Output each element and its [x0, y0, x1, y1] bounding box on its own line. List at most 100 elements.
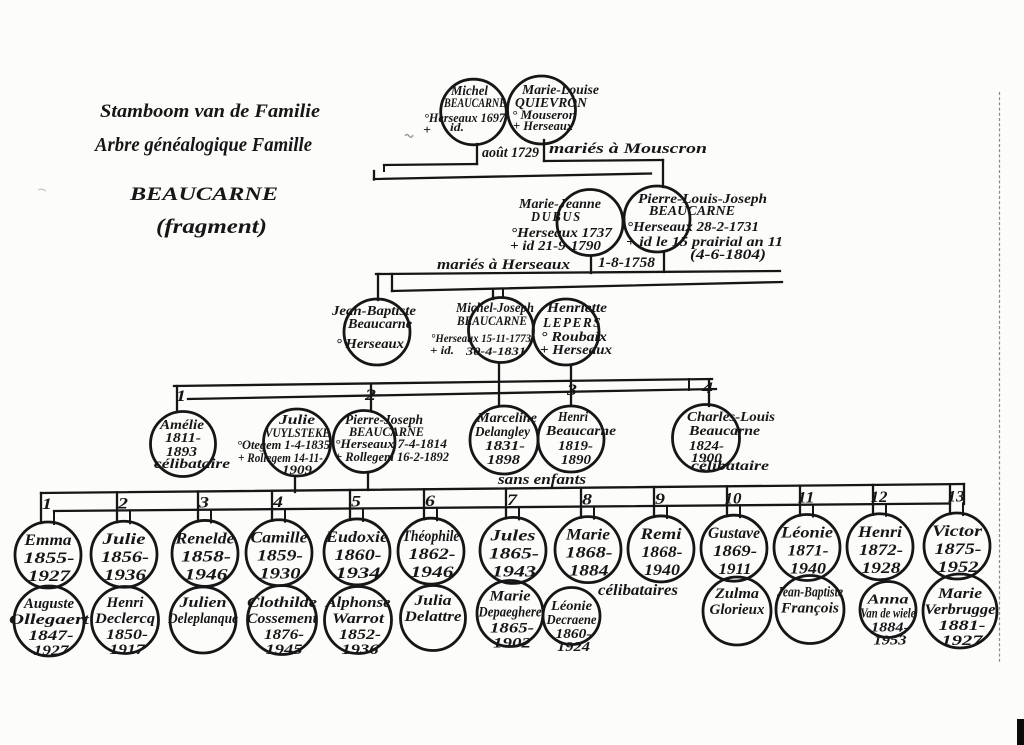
svg-text:1856-: 1856- [101, 549, 149, 566]
svg-text:1: 1 [176, 388, 186, 405]
svg-text:Henri: Henri [105, 595, 144, 611]
svg-text:1934: 1934 [336, 565, 381, 582]
svg-text:Henriette: Henriette [546, 301, 607, 316]
svg-text:1936: 1936 [342, 642, 380, 658]
svg-text:1917: 1917 [110, 642, 146, 658]
svg-text:11: 11 [798, 490, 815, 507]
svg-text:1952: 1952 [938, 559, 979, 576]
svg-text:(fragment): (fragment) [156, 214, 267, 238]
svg-text:Léonie: Léonie [550, 599, 592, 614]
svg-text:QUIEVRON: QUIEVRON [515, 95, 588, 110]
svg-text:Marie: Marie [488, 589, 530, 605]
svg-text:Decraene: Decraene [546, 613, 597, 628]
svg-text:° Herseaux: ° Herseaux [336, 337, 404, 352]
svg-text:Auguste: Auguste [23, 596, 74, 612]
svg-text:BEAUCARNE: BEAUCARNE [443, 96, 506, 110]
svg-text:(4-6-1804): (4-6-1804) [690, 247, 766, 263]
svg-text:Deleplanque: Deleplanque [167, 611, 238, 627]
svg-text:1909: 1909 [282, 462, 313, 477]
svg-text:DUBUS: DUBUS [530, 210, 582, 225]
svg-text:1884-: 1884- [871, 621, 909, 636]
svg-text:°Herseaux 15-11-1773: °Herseaux 15-11-1773 [431, 331, 531, 345]
svg-text:1881-: 1881- [939, 618, 986, 634]
svg-text:°Herseaux 1697: °Herseaux 1697 [424, 110, 505, 125]
svg-text:1928: 1928 [862, 560, 901, 577]
svg-text:1852-: 1852- [339, 627, 381, 643]
svg-text:sans enfants: sans enfants [497, 472, 586, 488]
svg-text:+ Herseaux: + Herseaux [540, 343, 612, 358]
svg-text:Warrot: Warrot [332, 611, 385, 627]
svg-text:+ Rollegem 14-11-: + Rollegem 14-11- [238, 451, 323, 465]
svg-text:Jules: Jules [489, 527, 535, 544]
svg-text:1946: 1946 [185, 566, 228, 583]
svg-text:Cossement: Cossement [247, 611, 318, 627]
svg-text:° Mouseron: ° Mouseron [512, 107, 576, 122]
svg-text:6: 6 [425, 493, 435, 510]
svg-text:Beaucarne: Beaucarne [688, 423, 760, 438]
svg-text:1862-: 1862- [409, 546, 456, 563]
svg-text:1: 1 [42, 496, 52, 513]
svg-text:mariés à Mouscron: mariés à Mouscron [549, 141, 707, 157]
svg-text:Depaeghere: Depaeghere [478, 605, 542, 621]
svg-text:Eudoxie: Eudoxie [325, 529, 388, 546]
svg-text:1876-: 1876- [264, 627, 304, 643]
svg-text:7: 7 [507, 492, 518, 509]
svg-text:Beaucarne: Beaucarne [347, 317, 412, 332]
svg-text:célibataire: célibataire [154, 457, 230, 472]
svg-text:VUYLSTEKE: VUYLSTEKE [265, 426, 330, 440]
svg-text:1860-: 1860- [335, 547, 382, 564]
svg-text:Marceline: Marceline [476, 410, 537, 425]
svg-text:BEAUCARNE: BEAUCARNE [648, 203, 735, 218]
svg-text:12: 12 [871, 489, 888, 506]
svg-text:5: 5 [351, 493, 361, 510]
svg-text:Zulma: Zulma [714, 586, 760, 602]
svg-text:+ id.: + id. [430, 343, 454, 357]
svg-text:Marie: Marie [565, 527, 610, 544]
svg-text:1868-: 1868- [642, 544, 683, 561]
svg-text:1868-: 1868- [566, 545, 613, 562]
svg-text:1890: 1890 [561, 453, 591, 468]
svg-text:1865-: 1865- [489, 545, 539, 562]
svg-text:1872-: 1872- [859, 542, 903, 559]
svg-text:1858-: 1858- [181, 548, 231, 565]
svg-text:1936: 1936 [104, 567, 146, 584]
svg-text:1911: 1911 [719, 561, 752, 578]
svg-text:1940: 1940 [644, 562, 680, 579]
svg-text:30-4-1831: 30-4-1831 [465, 344, 526, 358]
svg-text:célibataire: célibataire [691, 458, 769, 473]
svg-text:1865-: 1865- [490, 621, 534, 637]
svg-text:Julie: Julie [278, 413, 315, 428]
svg-text:1855-: 1855- [24, 550, 75, 567]
svg-text:1859-: 1859- [257, 548, 303, 565]
svg-text:1850-: 1850- [106, 627, 148, 643]
svg-text:Arbre généalogique Famille: Arbre généalogique Famille [93, 134, 312, 156]
svg-text:Marie: Marie [937, 586, 983, 602]
svg-text:1824-: 1824- [689, 439, 724, 454]
svg-text:François: François [780, 601, 839, 617]
svg-text:°Herseaux 28-2-1731: °Herseaux 28-2-1731 [627, 220, 759, 235]
svg-text:Emma: Emma [23, 532, 71, 549]
svg-text:Alphonse: Alphonse [324, 595, 390, 611]
svg-text:+ id 21-9-1790: + id 21-9-1790 [510, 239, 601, 254]
svg-text:LEPERS: LEPERS [542, 316, 602, 331]
svg-text:Delattre: Delattre [403, 609, 462, 625]
svg-text:Amélie: Amélie [159, 418, 204, 433]
svg-text:+ Herseaux: + Herseaux [513, 118, 573, 133]
svg-text:1927: 1927 [28, 568, 71, 585]
svg-text:BEAUCARNE: BEAUCARNE [348, 424, 424, 439]
svg-text:1943: 1943 [492, 563, 536, 580]
svg-text:Clothilde: Clothilde [247, 595, 317, 611]
svg-text:Pierre-Louis-Joseph: Pierre-Louis-Joseph [638, 192, 767, 207]
svg-text:BEAUCARNE: BEAUCARNE [456, 313, 527, 328]
svg-text:° Roubaix: ° Roubaix [541, 330, 607, 345]
svg-text:1-8-1758: 1-8-1758 [598, 255, 656, 271]
svg-text:Ollegaert: Ollegaert [9, 612, 90, 628]
svg-text:+ id le 15 prairial an 11: + id le 15 prairial an 11 [626, 235, 783, 250]
svg-text:°Herseaux 1737: °Herseaux 1737 [511, 226, 613, 241]
svg-text:°Otegem 1-4-1835: °Otegem 1-4-1835 [237, 438, 330, 452]
svg-text:Delangley: Delangley [474, 424, 531, 439]
svg-text:1860-: 1860- [556, 627, 592, 642]
svg-text:+ Rollegem 16-2-1892: + Rollegem 16-2-1892 [335, 450, 449, 464]
svg-text:1871-: 1871- [788, 542, 829, 559]
svg-text:4: 4 [272, 494, 283, 511]
